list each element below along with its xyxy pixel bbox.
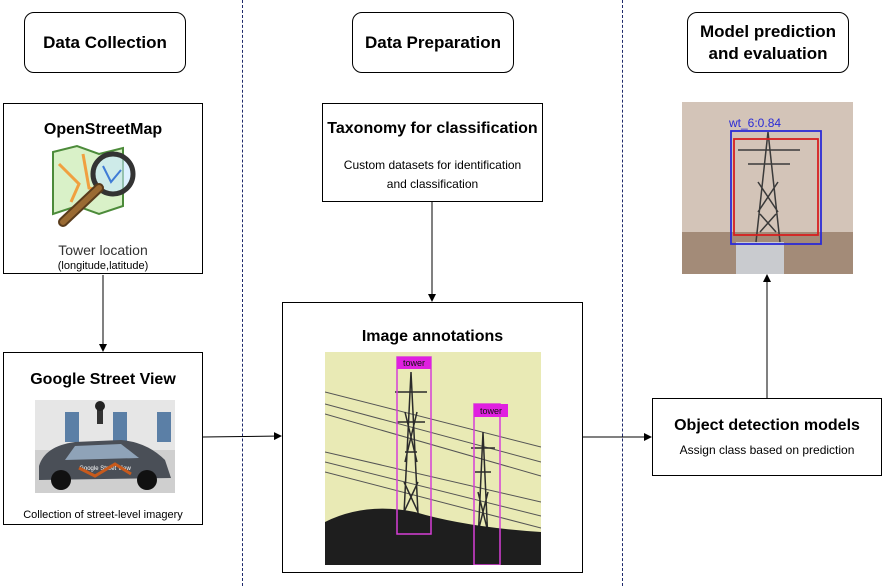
- object-detection-title: Object detection models: [674, 417, 860, 434]
- street-view-car-image: Google Street View: [35, 400, 175, 493]
- image-annotations-title: Image annotations: [361, 328, 504, 345]
- magnifier-map-icon: [52, 144, 136, 227]
- tower-location-coords: (longitude,latitude): [57, 260, 149, 272]
- taxonomy-description: Custom datasets for identification and c…: [343, 158, 522, 191]
- divider-left: [242, 0, 243, 586]
- taxonomy-title: Taxonomy for classification: [327, 120, 538, 137]
- annotation-label-2: tower: [480, 406, 502, 416]
- object-detection-box: Object detection models Assign class bas…: [652, 398, 882, 476]
- header-data-collection: Data Collection: [24, 12, 186, 73]
- tower-location-caption: Tower location: [58, 242, 148, 258]
- header-data-preparation: Data Preparation: [352, 12, 514, 73]
- prediction-result-image: wt_6:0.84: [682, 102, 853, 274]
- prediction-label: wt_6:0.84: [728, 116, 781, 130]
- annotated-tower-image: tower tower: [325, 352, 541, 565]
- google-street-view-title: Google Street View: [30, 371, 176, 388]
- street-view-caption: Collection of street-level imagery: [23, 509, 183, 521]
- taxonomy-box: Taxonomy for classification Custom datas…: [322, 103, 543, 202]
- divider-right: [622, 0, 623, 586]
- annotation-label-1: tower: [403, 358, 425, 368]
- openstreetmap-title: OpenStreetMap: [43, 121, 163, 138]
- object-detection-description: Assign class based on prediction: [679, 443, 855, 457]
- openstreetmap-box: OpenStreetMap Tower location (longitude,…: [3, 103, 203, 274]
- image-annotations-box: Image annotations tower tower: [282, 302, 583, 573]
- header-model-evaluation: Model prediction and evaluation: [687, 12, 849, 73]
- google-street-view-box: Google Street View Google Street View Co…: [3, 352, 203, 525]
- arrow-gsv-to-annotations: [202, 432, 282, 441]
